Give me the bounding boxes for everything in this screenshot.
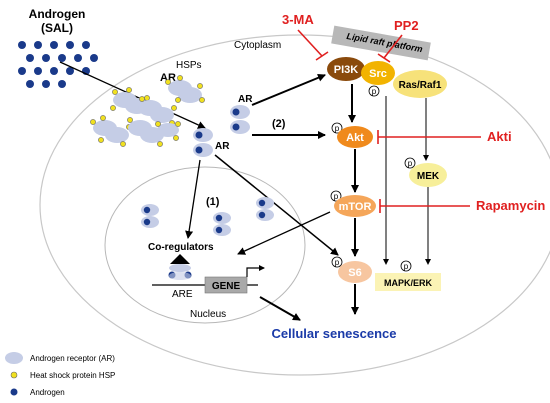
outcome-label: Cellular senescence xyxy=(271,326,396,341)
dna-bound-ar xyxy=(168,254,192,280)
androgen-source-title: Androgen xyxy=(29,7,86,21)
coregulators-label: Co-regulators xyxy=(148,242,214,253)
s6-phospho xyxy=(331,256,343,268)
androgen-source-subtitle: (SAL) xyxy=(41,21,73,35)
pi3k-label: PI3K xyxy=(334,64,359,76)
ar-complex-label: AR xyxy=(160,72,176,84)
pathway1-label: (1) xyxy=(206,196,220,208)
pathway2-label: (2) xyxy=(272,118,286,130)
legend-hsp-swatch xyxy=(10,371,18,379)
akt-node xyxy=(337,126,373,148)
ar-with-androgen-upper: AR xyxy=(230,94,253,134)
mapk-phospho xyxy=(400,260,412,272)
androgen-cluster xyxy=(18,41,98,88)
hsps-label: HSPs xyxy=(176,60,202,71)
akt-label: Akt xyxy=(346,132,364,144)
pp2-inhibition xyxy=(383,34,403,59)
ras-raf1-label: Ras/Raf1 xyxy=(399,80,442,91)
mek-label: MEK xyxy=(417,171,440,182)
transcription-arrow xyxy=(246,265,265,277)
rapamycin-label: Rapamycin xyxy=(476,198,545,213)
arrow-nucleus-to-senescence xyxy=(259,296,301,321)
cell-membrane xyxy=(39,34,550,376)
src-node xyxy=(361,61,395,85)
akt-phospho xyxy=(331,122,343,134)
ar-free-label: AR xyxy=(215,141,230,152)
svg-text:AR: AR xyxy=(238,94,253,105)
legend-hsp-text: Heat shock protein HSP xyxy=(30,371,115,380)
pi3k-node xyxy=(327,57,365,81)
mtor-label: mTOR xyxy=(339,201,372,213)
hsp-complexes xyxy=(90,75,205,147)
svg-text:p: p xyxy=(334,192,339,201)
pp2-label: PP2 xyxy=(394,18,419,33)
gene-label: GENE xyxy=(212,281,241,292)
lipid-raft-platform xyxy=(331,25,431,61)
legend-androgen-text: Androgen xyxy=(30,388,65,397)
s6-node xyxy=(338,261,372,283)
mek-node xyxy=(409,163,447,187)
three-ma-inhibition xyxy=(297,29,323,57)
gene-box xyxy=(204,276,248,294)
arrow-ar-to-pi3k xyxy=(251,73,326,106)
svg-text:p: p xyxy=(335,124,340,133)
ras-raf1-node xyxy=(393,70,447,98)
mtor-node xyxy=(334,195,376,217)
ar-with-androgen-center: AR xyxy=(193,128,230,157)
akti-label: Akti xyxy=(487,129,512,144)
mapk-erk-node xyxy=(375,273,441,291)
legend-androgen-swatch xyxy=(10,388,18,396)
mtor-phospho xyxy=(330,190,342,202)
mapk-erk-label: MAPK/ERK xyxy=(384,278,433,288)
legend-receptor-text: Androgen receptor (AR) xyxy=(30,354,115,363)
svg-text:p: p xyxy=(335,258,340,267)
arrow-mtor-to-nucleus xyxy=(237,211,331,255)
legend: Androgen receptor (AR) Heat shock protei… xyxy=(5,352,115,397)
arrow-ar-to-nucleus xyxy=(185,159,201,239)
svg-text:p: p xyxy=(408,159,413,168)
nucleus-membrane xyxy=(104,166,306,324)
are-label: ARE xyxy=(172,289,193,300)
s6-label: S6 xyxy=(348,267,361,279)
svg-text:p: p xyxy=(372,87,377,96)
src-phospho xyxy=(368,85,380,97)
three-ma-label: 3-MA xyxy=(282,12,314,27)
arrow-ar-to-s6 xyxy=(214,154,339,256)
src-label: Src xyxy=(369,68,387,80)
legend-receptor-swatch xyxy=(5,352,23,364)
mek-phospho xyxy=(404,157,416,169)
svg-text:p: p xyxy=(404,262,409,271)
nucleus-label: Nucleus xyxy=(190,309,226,320)
nuclear-ar-dimers xyxy=(141,197,274,236)
cytoplasm-label: Cytoplasm xyxy=(234,40,281,51)
